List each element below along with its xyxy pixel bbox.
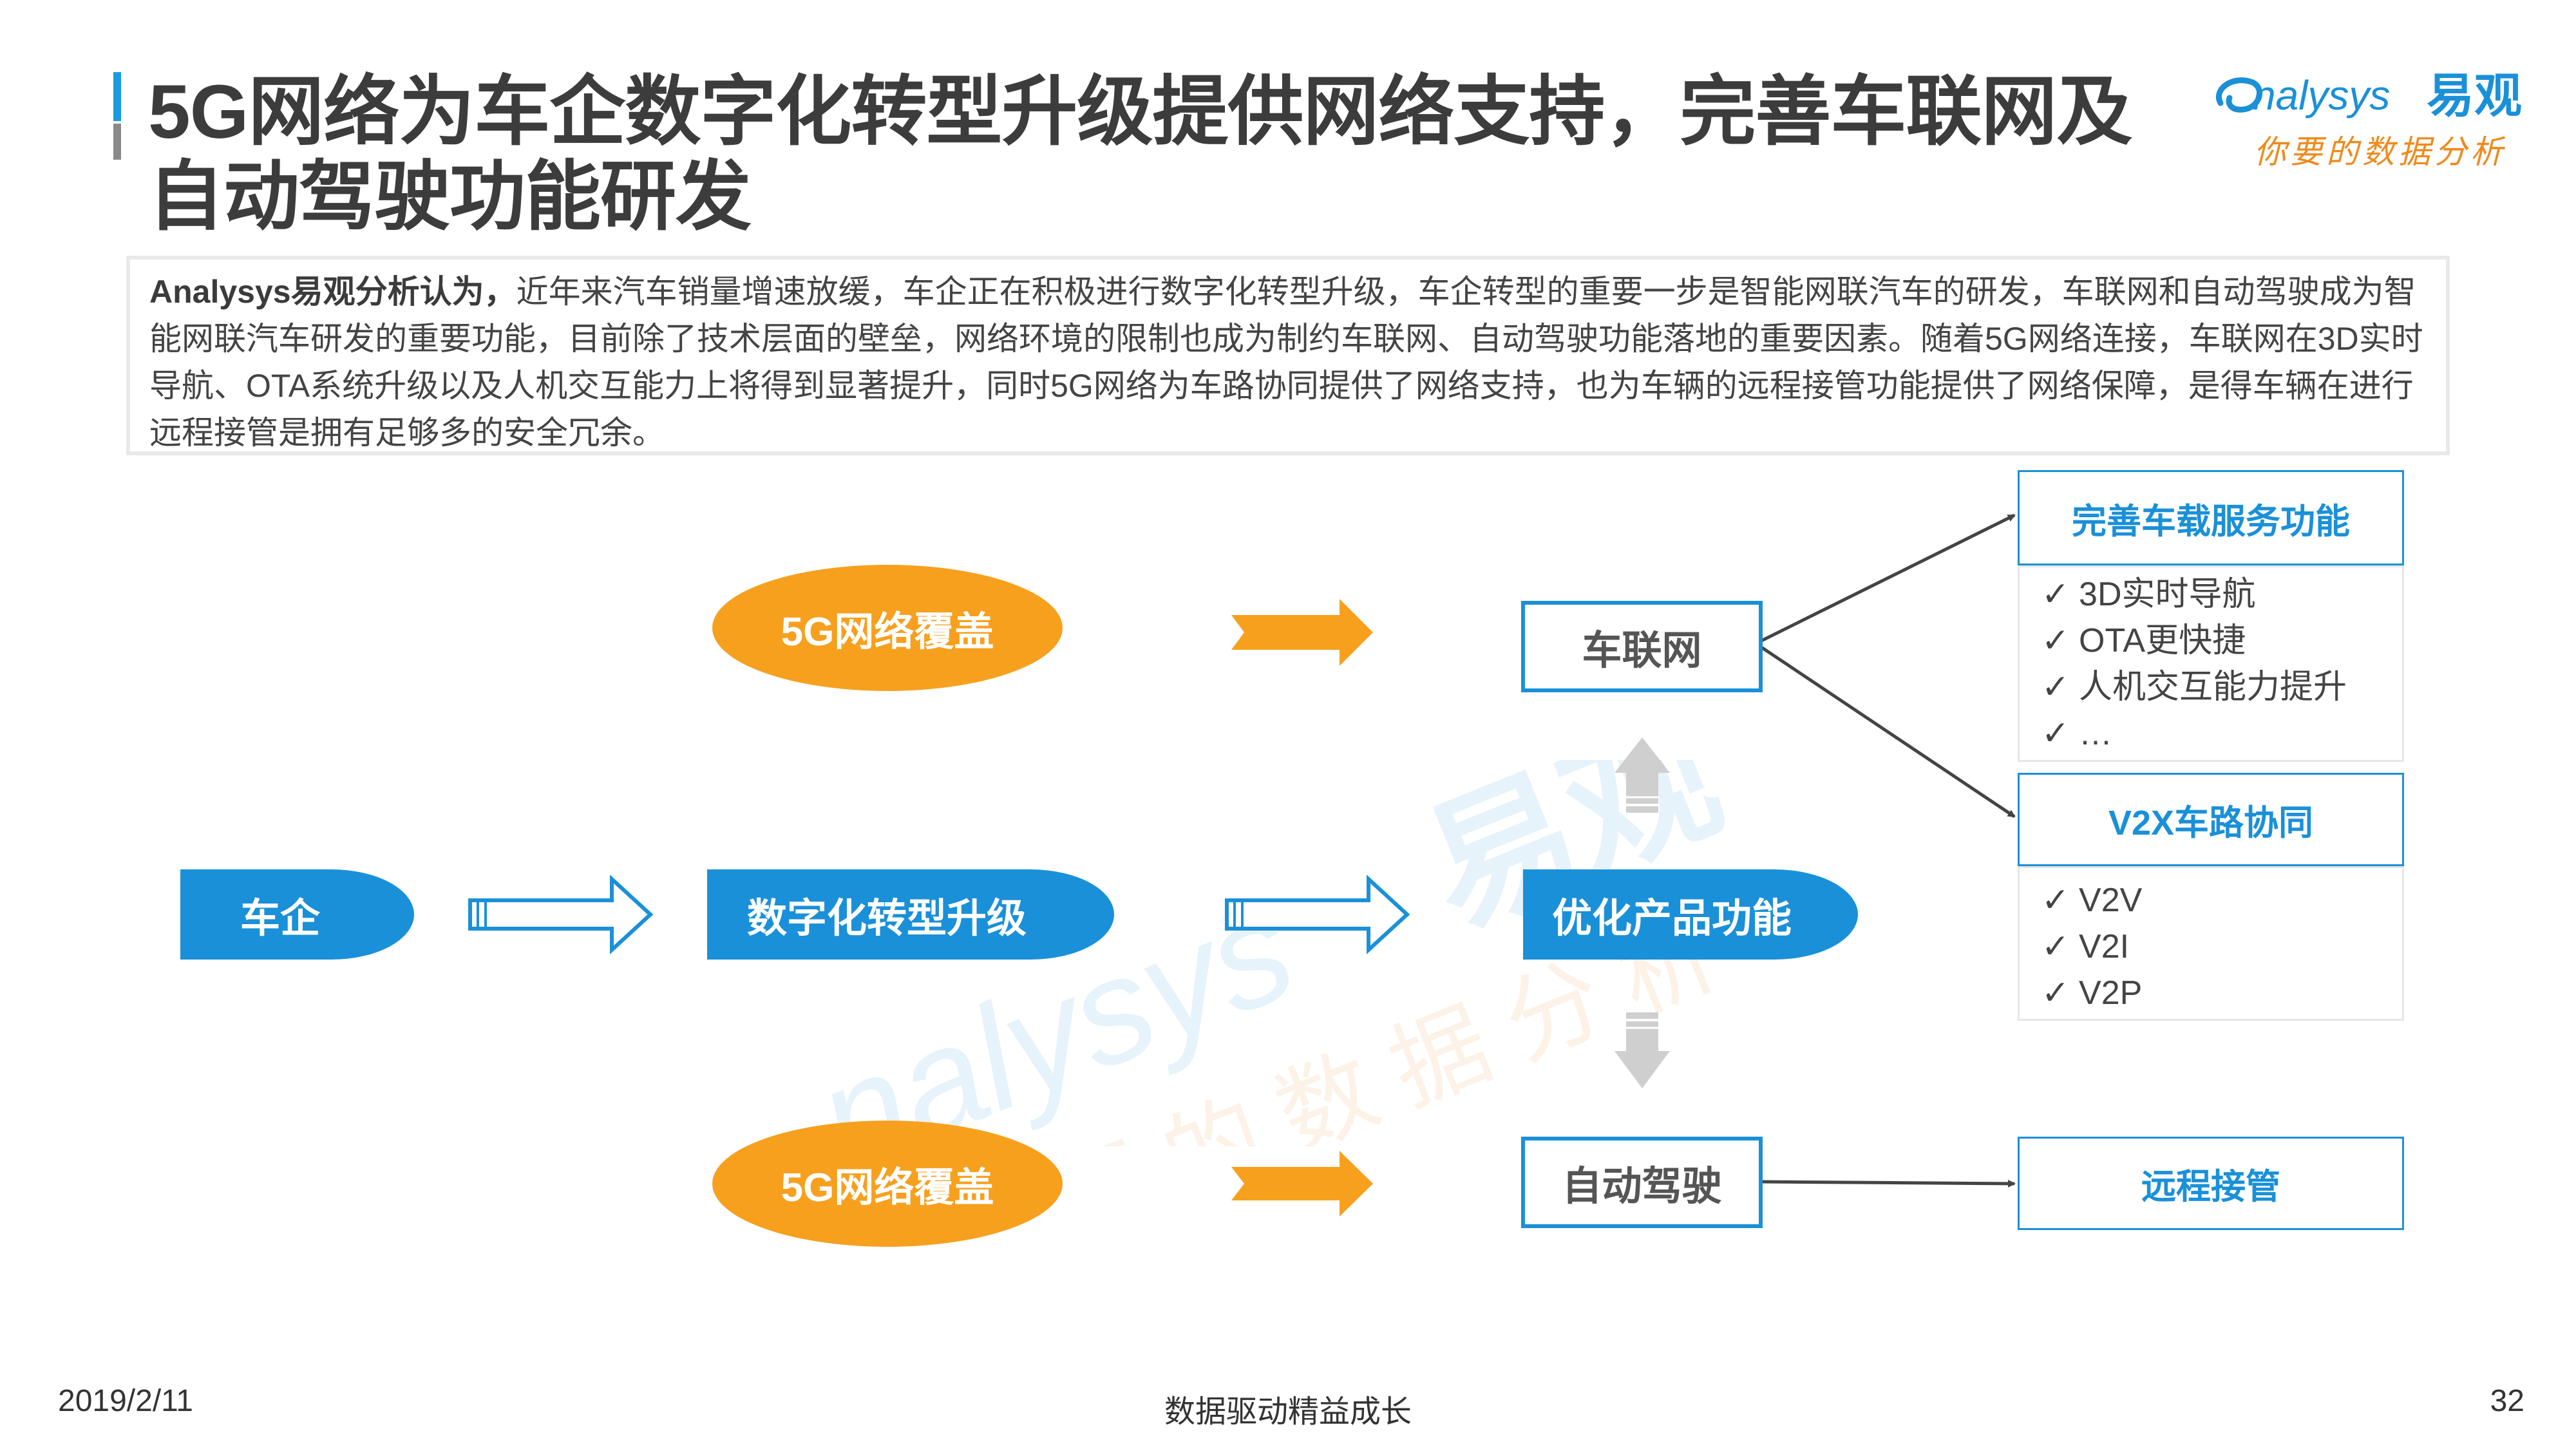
node-car-enterprise-shape [180,869,414,960]
page-title: 5G网络为车企数字化转型升级提供网络支持，完善车联网及 自动驾驶功能研发 [148,70,2177,240]
title-accent-bar-gray [113,124,121,160]
v2x-list: ✓ V2V ✓ V2I ✓ V2P [2018,866,2404,1021]
summary-body: 近年来汽车销量增速放缓，车企正在积极进行数字化转型升级，车企转型的重要一步是智能… [149,274,2423,451]
page-title-line1: 5G网络为车企数字化转型升级提供网络支持，完善车联网及 [148,70,2132,155]
gray-arrow-down [1615,1012,1670,1088]
list-item: ✓ 人机交互能力提升 [2041,664,2402,710]
v2x-item-label: V2V [2079,882,2143,919]
check-icon: ✓ [2041,928,2070,965]
node-autonomous: 自动驾驶 [1521,1137,1763,1228]
v2x-title-box: V2X车路协同 [2018,773,2404,866]
check-icon: ✓ [2041,668,2070,706]
check-icon: ✓ [2041,622,2070,659]
hollow-arrow-1 [468,875,654,954]
check-icon: ✓ [2041,576,2070,613]
logo-brand-en: nalysys [2253,72,2390,118]
hollow-arrow-2 [1225,875,1410,954]
oval-coverage-bottom-shape [712,1121,1063,1247]
list-item: ✓ OTA更快捷 [2041,618,2402,664]
service-item-label: OTA更快捷 [2079,622,2246,659]
footer-date: 2019/2/11 [58,1384,193,1418]
list-item: ✓ V2V [2041,877,2402,923]
remote-takeover-box: 远程接管 [2018,1137,2404,1230]
orange-arrow-bottom [1231,1151,1373,1217]
connector-autonomous-remote [1761,1179,2016,1188]
gray-arrow-up [1615,737,1670,813]
service-title-box: 完善车载服务功能 [2018,470,2404,565]
orange-arrow-top [1231,599,1373,666]
page-number: 32 [2490,1384,2524,1418]
page-title-line2: 自动驾驶功能研发 [148,155,752,240]
node-car-enterprise: 车企 [240,896,320,941]
logo-brand-cn: 易观 [2427,68,2522,124]
connector-iov-v2x [1760,645,2016,819]
title-accent-bar [113,72,121,121]
node-optimize-shape [1523,869,1858,960]
footer-slogan: 数据驱动精益成长 [1164,1395,1412,1429]
service-item-label: 3D实时导航 [2079,576,2256,613]
check-icon: ✓ [2041,882,2070,919]
service-list: ✓ 3D实时导航 ✓ OTA更快捷 ✓ 人机交互能力提升 ✓ … [2018,565,2404,762]
oval-coverage-top-shape [712,565,1063,691]
check-icon: ✓ [2041,715,2070,752]
analysys-logo: nalysys 易观 [2216,68,2522,124]
summary-lead: Analysys易观分析认为， [149,274,516,310]
logo-tagline: 你要的数据分析 [2254,134,2506,170]
node-optimize: 优化产品功能 [1552,896,1792,941]
node-digital-upgrade: 数字化转型升级 [747,896,1027,941]
list-item: ✓ V2P [2041,970,2402,1016]
list-item: ✓ V2I [2041,923,2402,970]
list-item: ✓ 3D实时导航 [2041,571,2402,618]
v2x-item-label: V2I [2079,928,2130,965]
node-iov: 车联网 [1521,601,1763,692]
v2x-item-label: V2P [2079,974,2143,1012]
service-item-label: … [2079,715,2113,752]
summary-box: Analysys易观分析认为，近年来汽车销量增速放缓，车企正在积极进行数字化转型… [126,256,2450,455]
node-digital-upgrade-shape [707,869,1114,960]
list-item: ✓ … [2041,710,2402,757]
check-icon: ✓ [2041,974,2070,1012]
oval-coverage-bottom: 5G网络覆盖 [781,1166,994,1210]
connector-iov-service [1760,513,2016,643]
oval-coverage-top: 5G网络覆盖 [781,610,994,654]
service-item-label: 人机交互能力提升 [2079,668,2347,706]
